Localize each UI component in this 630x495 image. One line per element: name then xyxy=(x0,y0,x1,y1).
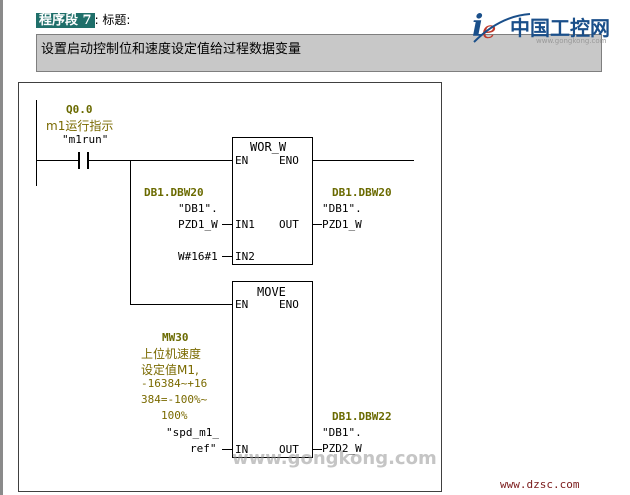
wor-w-out-symbol: PZD1_W xyxy=(322,218,362,231)
wor-w-eno-pin: ENO xyxy=(279,154,299,167)
network-header: 程序段 7: 标题: xyxy=(36,9,130,28)
wor-w-title: WOR_W xyxy=(250,140,287,154)
move-in-symbol-line1: "spd_m1_ xyxy=(166,426,219,439)
pin-wire xyxy=(313,224,322,225)
move-eno-pin: ENO xyxy=(279,298,299,311)
move-in-comment-line2: 设定值M1, xyxy=(141,363,199,377)
wor-w-en-pin: EN xyxy=(235,154,249,167)
wor-w-out-pin: OUT xyxy=(279,218,299,231)
rung-wire xyxy=(37,160,78,161)
wor-w-out-db: "DB1". xyxy=(322,202,362,215)
pin-wire xyxy=(313,449,322,450)
wor-w-out-address: DB1.DBW20 xyxy=(332,186,392,199)
move-in-comment-line3: -16384~+16 xyxy=(141,377,208,390)
logo-mark-icon: i e xyxy=(472,9,531,44)
wor-w-in2-pin: IN2 xyxy=(235,250,255,263)
network-title[interactable]: : 标题: xyxy=(94,13,131,27)
wor-w-in1-symbol: PZD1_W xyxy=(178,218,218,231)
logo-url: www.gongkong.com xyxy=(536,37,607,45)
pin-wire xyxy=(222,224,232,225)
watermark-center: www.gongkong.com xyxy=(232,448,437,469)
contact-symbol: "m1run" xyxy=(62,133,109,146)
pin-wire xyxy=(222,449,232,450)
contact-comment: m1运行指示 xyxy=(46,119,114,133)
move-out-pin: OUT xyxy=(279,443,299,456)
logo-text: 中国工控网 xyxy=(510,16,610,40)
move-block[interactable] xyxy=(232,281,313,458)
move-out-address: DB1.DBW22 xyxy=(332,410,392,423)
power-rail xyxy=(36,100,37,186)
branch-wire xyxy=(130,160,131,304)
network-comment[interactable]: 设置启动控制位和速度设定值给过程数据变量 xyxy=(36,34,602,72)
move-in-address: MW30 xyxy=(162,331,189,344)
window-left-border xyxy=(0,0,3,495)
move-en-pin: EN xyxy=(235,298,249,311)
gongkong-logo: i e 中国工控网 www.gongkong.com xyxy=(470,6,630,50)
ladder-network xyxy=(18,82,442,492)
network-label[interactable]: 程序段 7 xyxy=(36,13,95,28)
contact-right-bar xyxy=(87,152,89,169)
wor-w-in2-value: W#16#1 xyxy=(178,250,218,263)
contact-address: Q0.0 xyxy=(66,103,93,116)
move-in-comment-line1: 上位机速度 xyxy=(141,347,202,361)
move-in-pin: IN xyxy=(235,443,249,456)
move-in-comment-line4: 384=-100%~ xyxy=(141,393,208,406)
move-in-comment-line5: 100% xyxy=(161,409,188,422)
move-out-symbol: PZD2_W xyxy=(322,442,362,455)
branch-wire xyxy=(130,304,232,305)
watermark-bottom-right: www.dzsc.com xyxy=(500,478,580,491)
svg-text:i: i xyxy=(472,9,483,44)
rung-wire xyxy=(89,160,232,161)
wor-w-in1-db: "DB1". xyxy=(178,202,218,215)
contact-left-bar xyxy=(78,152,80,169)
eno-output-wire xyxy=(312,160,414,161)
move-in-symbol-line2: ref" xyxy=(190,442,217,455)
move-out-db: "DB1". xyxy=(322,426,362,439)
wor-w-in1-pin: IN1 xyxy=(235,218,255,231)
wor-w-in1-address: DB1.DBW20 xyxy=(144,186,204,199)
move-title: MOVE xyxy=(257,285,286,299)
pin-wire xyxy=(222,256,232,257)
wor-w-block[interactable] xyxy=(232,137,313,265)
